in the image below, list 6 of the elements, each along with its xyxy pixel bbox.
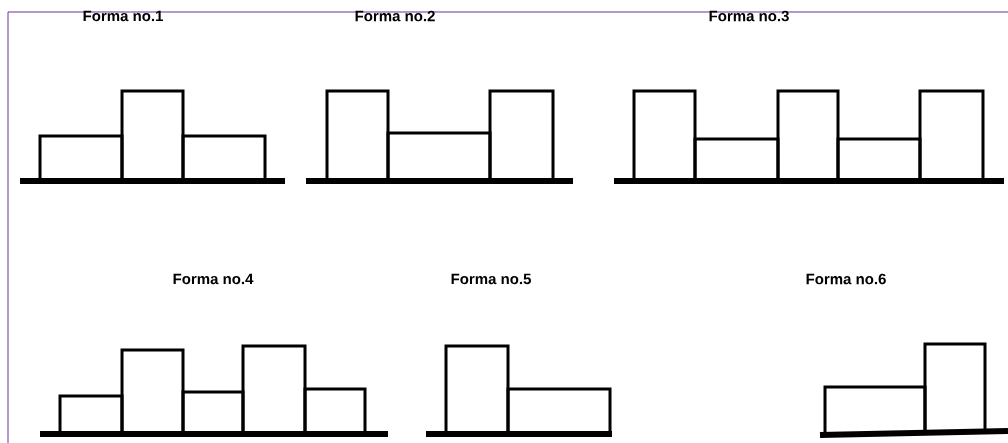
shape-title: Forma no.3 <box>709 10 789 22</box>
shape-title: Forma no.2 <box>355 10 435 22</box>
shape-title: Forma no.5 <box>451 273 531 285</box>
shape-title: Forma no.6 <box>806 273 886 285</box>
shape-title: Forma no.4 <box>173 273 254 285</box>
shape-title: Forma no.1 <box>83 10 163 22</box>
